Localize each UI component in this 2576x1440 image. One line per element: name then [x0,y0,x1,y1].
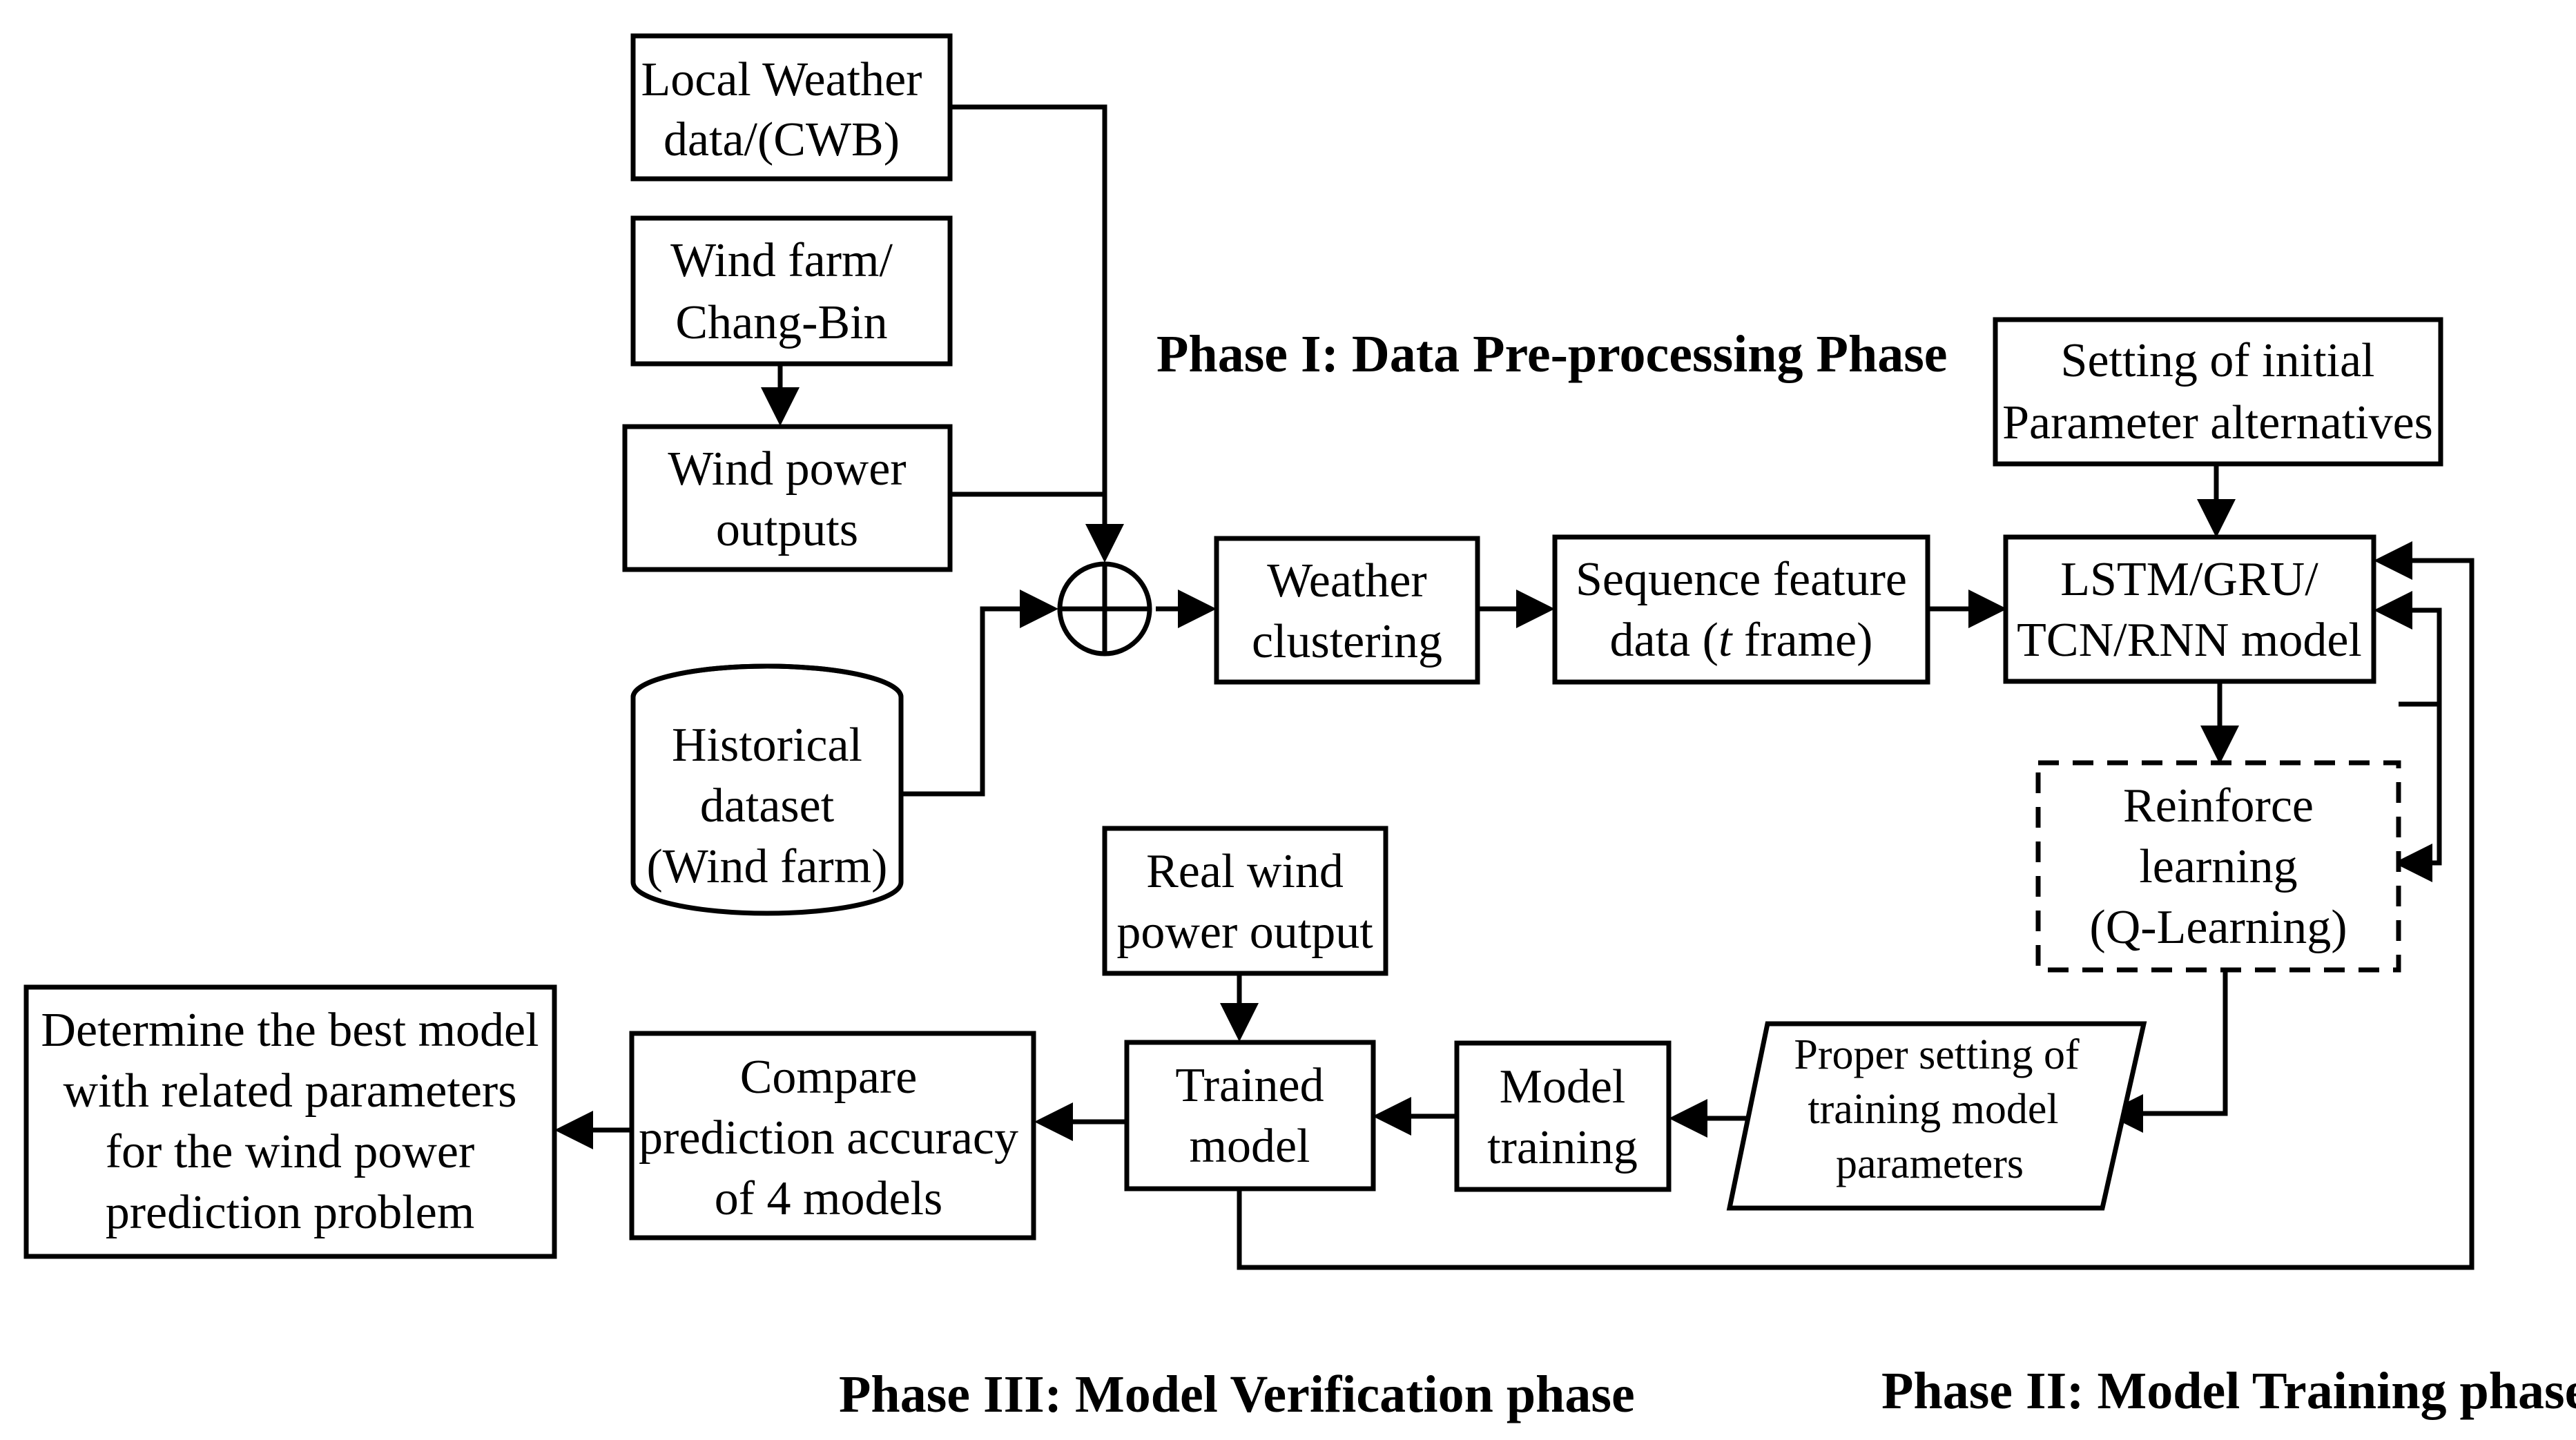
node-initial-parameters: Setting of initial Parameter alternative… [1993,317,2443,467]
node-label: Chang-Bin [675,296,887,349]
node-model-training: Model training [1454,1040,1672,1192]
node-label: (Q-Learning) [2089,901,2347,954]
node-label: data/(CWB) [664,113,900,166]
node-label: with related parameters [64,1064,517,1118]
node-label: dataset [700,779,835,833]
node-label: TCN/RNN model [2017,614,2362,667]
node-wind-power-outputs: Wind power outputs [622,424,953,572]
arrow-weather-to-junction [950,104,1124,563]
node-label: Weather [1267,554,1426,607]
arrow-reinforce-to-model [2374,591,2442,707]
node-label: Setting of initial [2061,334,2375,387]
node-label: power output [1116,906,1373,959]
node-label: Historical [672,719,862,772]
phase-3-title: Phase III: Model Verification phase [839,1365,1635,1423]
node-label: Sequence feature [1576,553,1907,606]
node-label: data (t frame) [1610,614,1873,667]
node-proper-setting: Proper setting of training model paramet… [1726,1021,2147,1211]
arrow-trained-feedback-to-model [1237,541,2475,1270]
node-label: Proper setting of [1794,1031,2080,1078]
node-reinforce-learning: Reinforce learning (Q-Learning) [2035,760,2401,973]
node-label: (Wind farm) [647,840,888,893]
arrow-model-to-reinforce-side [2394,704,2442,882]
node-label: outputs [716,503,858,556]
node-label: Determine the best model [41,1004,539,1057]
node-compare-accuracy: Compare prediction accuracy of 4 models [629,1031,1036,1240]
node-real-wind-power-output: Real wind power output [1102,826,1388,976]
node-label: Compare [740,1051,918,1104]
node-label: Parameter alternatives [2002,396,2433,449]
node-trained-model: Trained model [1124,1040,1376,1191]
node-label: Trained [1175,1059,1324,1112]
connectors [554,104,2475,1270]
node-label: Real wind [1146,845,1344,898]
node-weather-clustering: Weather clustering [1214,536,1480,685]
node-sequence-feature: Sequence feature data (t frame) [1552,534,1930,685]
node-historical-dataset: Historical dataset (Wind farm) [630,663,904,916]
node-label: Wind power [668,442,906,496]
phase-2-title: Phase II: Model Training phase [1881,1362,2576,1420]
node-label: prediction accuracy [639,1111,1018,1165]
node-label: training model [1808,1086,2058,1133]
node-label: clustering [1252,615,1442,668]
node-label: model [1190,1120,1310,1173]
node-determine-best-model: Determine the best model with related pa… [23,984,557,1259]
summing-junction [1057,561,1152,656]
arrow-historical-to-junction [901,590,1058,797]
node-label: learning [2139,840,2297,893]
node-label: of 4 models [715,1172,943,1225]
node-label: LSTM/GRU/ [2060,553,2318,606]
node-wind-farm: Wind farm/ Chang-Bin [630,215,953,367]
node-label: Reinforce [2123,779,2314,833]
phase-1-title: Phase I: Data Pre-processing Phase [1156,325,1948,383]
node-label: Wind farm/ [670,234,893,287]
node-label: parameters [1836,1140,2024,1187]
node-label: prediction problem [106,1186,475,1239]
arrow-reinforce-to-proper [2104,970,2228,1133]
node-label: for the wind power [106,1125,475,1178]
node-model: LSTM/GRU/ TCN/RNN model [2003,534,2376,684]
node-label: training [1487,1121,1638,1174]
node-local-weather: Local Weather data/(CWB) [630,33,953,182]
node-label: Local Weather [641,53,922,106]
node-label: Model [1500,1060,1626,1113]
